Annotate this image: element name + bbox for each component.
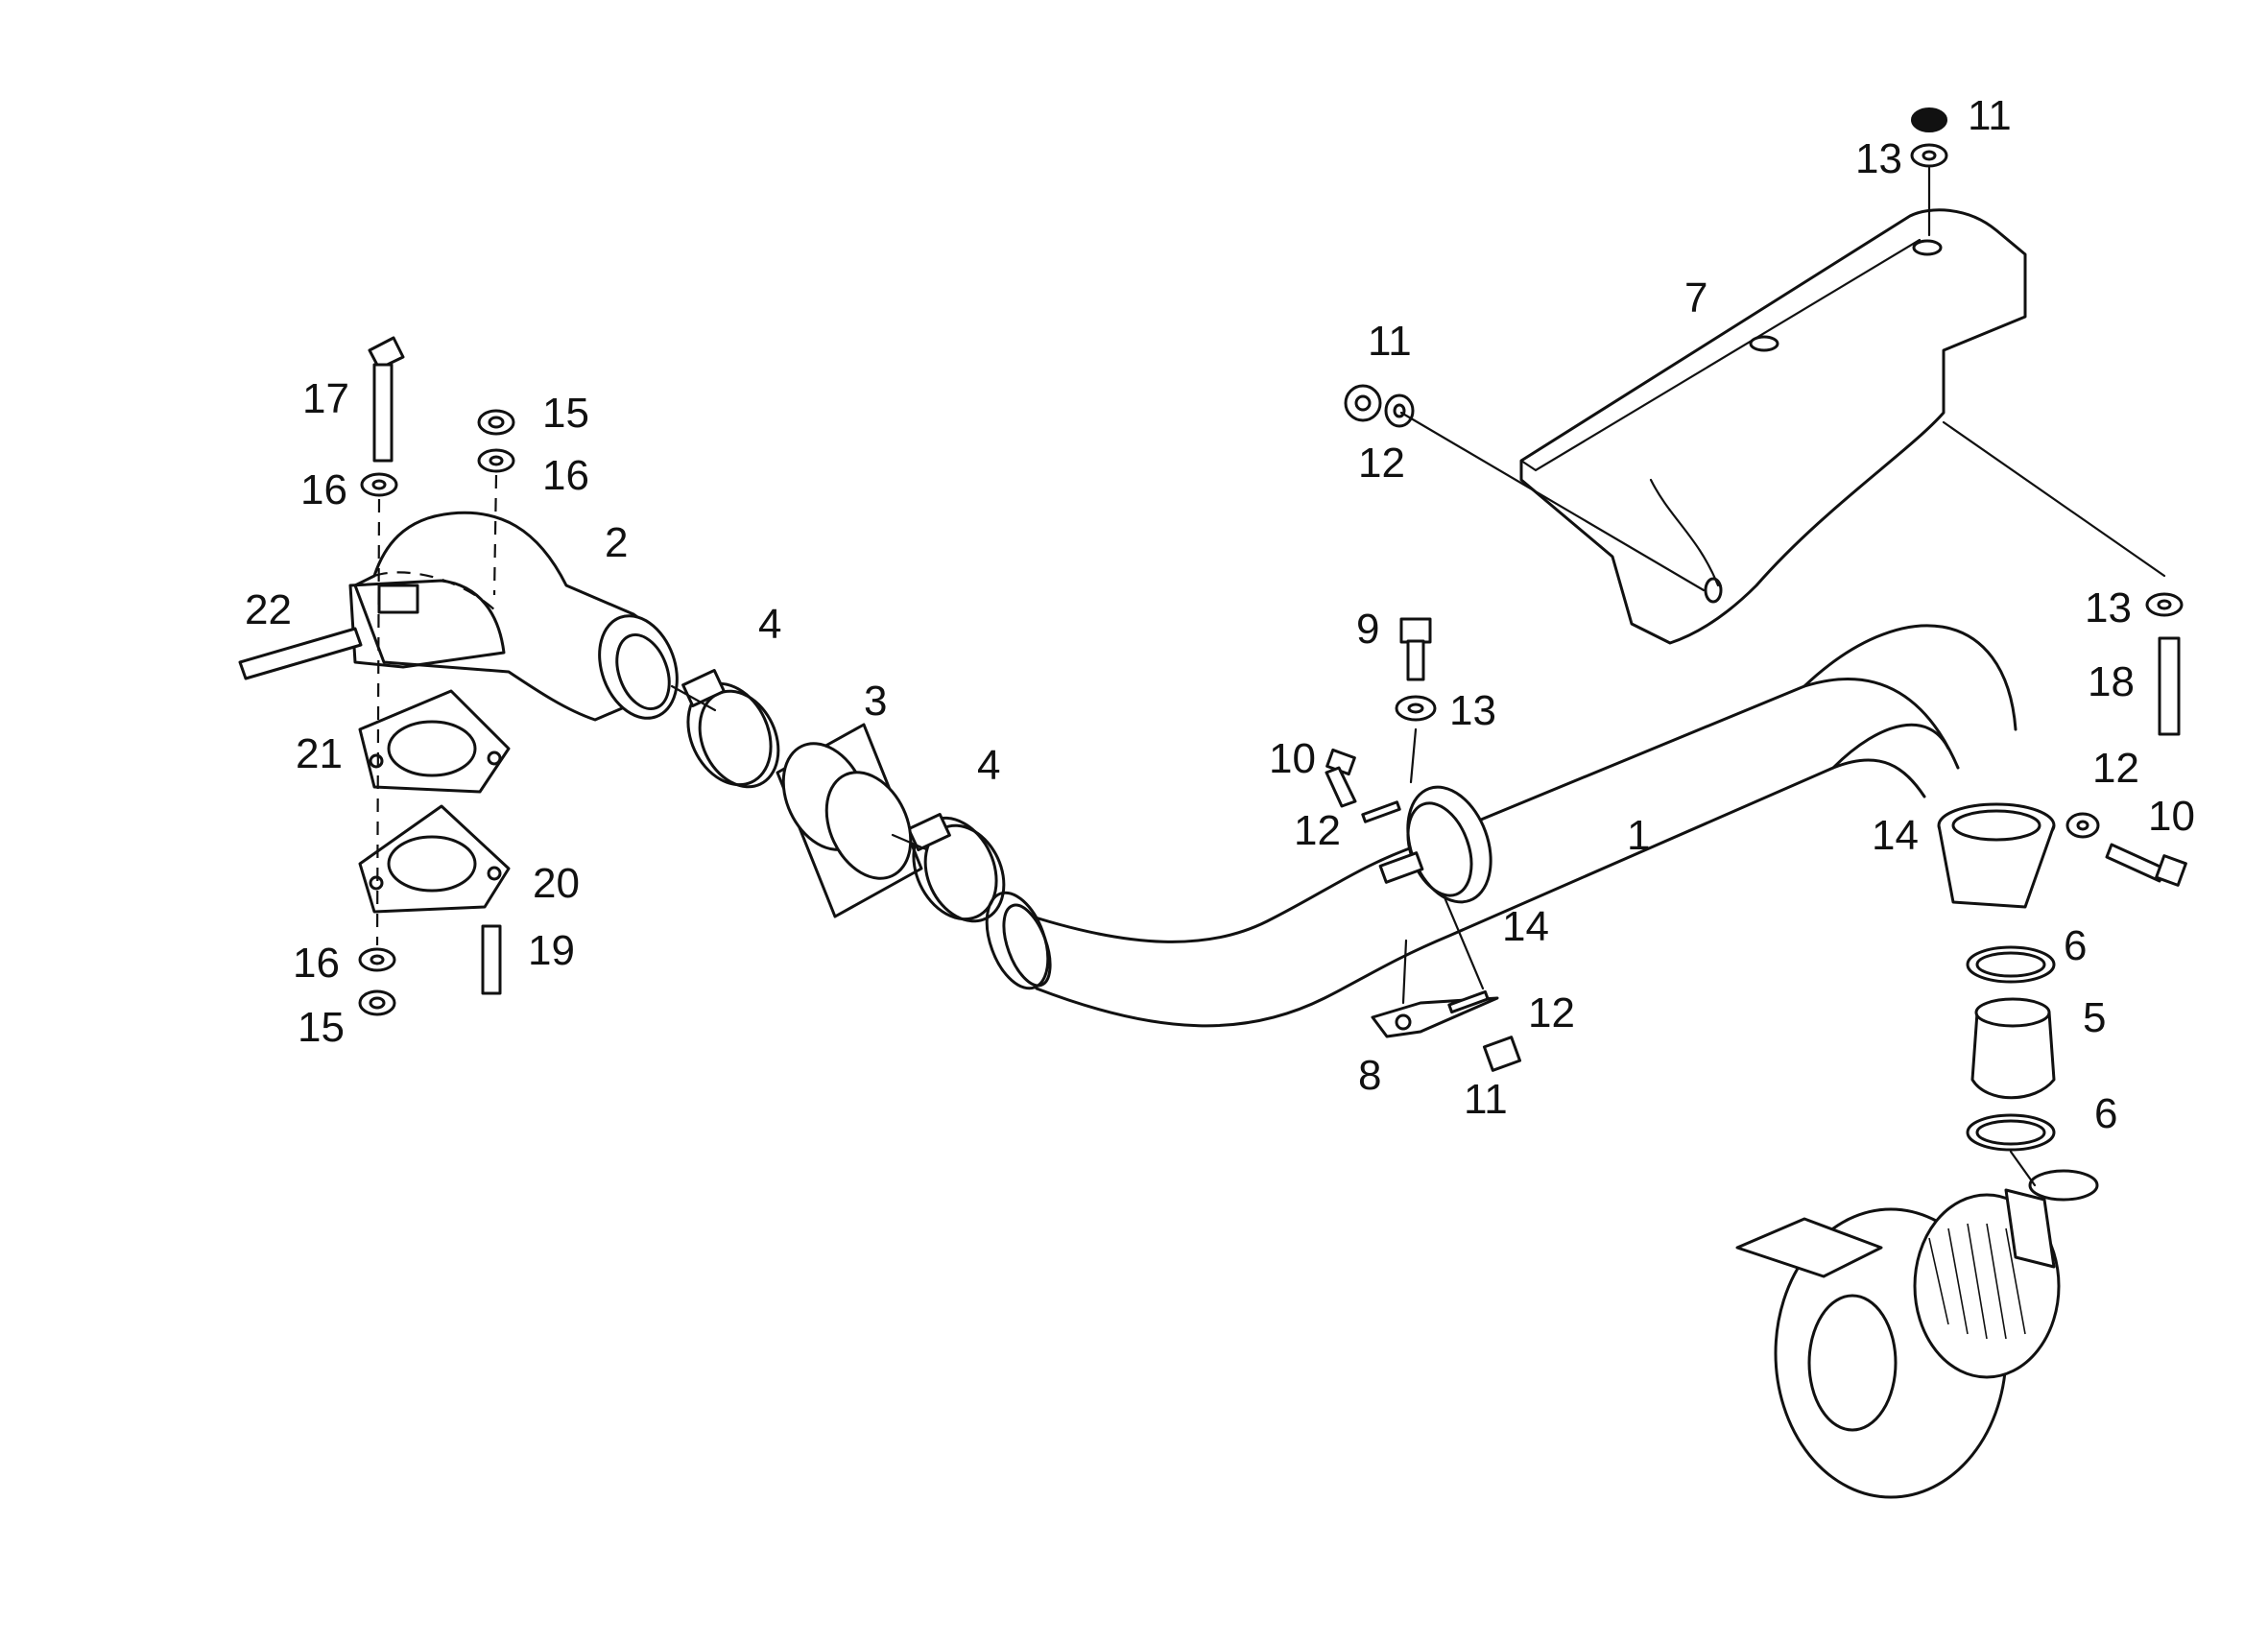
callout-15: 15: [542, 390, 589, 437]
callout-20: 20: [533, 860, 580, 907]
bolt-10-left: [1325, 748, 1357, 808]
leader-lines: [375, 166, 2166, 1187]
pipe-clamp-right: [1937, 802, 2056, 909]
bolt-10-right: [2105, 843, 2187, 887]
callout-21: 21: [296, 730, 343, 777]
callout-16: 16: [300, 466, 347, 513]
heat-shield: [1519, 208, 2027, 645]
washer-12-left: [1384, 393, 1415, 428]
callout-4: 4: [977, 742, 1000, 789]
callout-11: 11: [1968, 92, 2012, 139]
bolt-9: [1399, 617, 1432, 681]
washer-12-right: [2065, 812, 2100, 839]
callout-11: 11: [1464, 1076, 1508, 1123]
washer-16-left: [360, 472, 398, 497]
callout-19: 19: [528, 927, 575, 974]
callout-13: 13: [1855, 135, 1902, 182]
callout-4: 4: [758, 601, 781, 648]
stud-22: [238, 627, 363, 680]
washer-16-top: [477, 448, 515, 473]
gasket-21: [358, 689, 511, 794]
callout-22: 22: [245, 586, 292, 633]
turbocharger: [1735, 1169, 2099, 1499]
callout-5: 5: [2083, 994, 2106, 1041]
callout-8: 8: [1358, 1052, 1381, 1099]
washer-13-top: [1910, 143, 1948, 168]
callout-16: 16: [542, 452, 589, 499]
callout-14: 14: [1502, 903, 1549, 950]
bolt-17: [368, 336, 405, 463]
callout-12: 12: [1528, 989, 1575, 1036]
callout-16: 16: [293, 940, 340, 987]
washer-13-mid: [1395, 695, 1437, 722]
callout-13: 13: [2085, 584, 2132, 631]
callout-labels: 1 2 3 4 4 5 6 6 7 8 9 10 10 11 11 11 12 …: [245, 92, 2195, 1137]
gasket-20: [358, 804, 511, 914]
washer-13-right: [2145, 592, 2184, 617]
callout-13: 13: [1449, 687, 1496, 734]
pipe-clamp-mid: [1378, 785, 1492, 904]
nut-15-bottom: [358, 989, 396, 1016]
callout-18: 18: [2088, 658, 2135, 705]
callout-6: 6: [2094, 1090, 2117, 1137]
callout-12: 12: [1358, 440, 1405, 487]
callout-12: 12: [2092, 745, 2139, 792]
washer-16-bottom: [358, 947, 396, 972]
seal-ring-upper: [1966, 945, 2056, 984]
nut-11-left: [1344, 384, 1382, 422]
seal-ring-lower: [1966, 1113, 2056, 1152]
pipe-sleeve: [776, 723, 923, 918]
callout-10: 10: [2148, 793, 2195, 840]
hose-clamp-2: [907, 813, 1006, 923]
stud-19: [481, 924, 502, 995]
callout-14: 14: [1872, 812, 1919, 859]
exhaust-elbow: [348, 511, 679, 722]
callout-2: 2: [605, 519, 628, 566]
washer-12-bottom: [1447, 989, 1490, 1014]
exhaust-pipe: [985, 624, 2017, 1028]
callout-11: 11: [1368, 318, 1412, 365]
pipe-connector: [1970, 997, 2056, 1100]
washer-12-mid: [1361, 800, 1401, 823]
callout-7: 7: [1684, 274, 1707, 322]
nut-11-bottom: [1482, 1036, 1522, 1072]
callout-17: 17: [302, 375, 349, 422]
callout-1: 1: [1627, 812, 1650, 859]
callout-3: 3: [864, 678, 887, 725]
callout-15: 15: [298, 1004, 345, 1051]
nut-11-top: [1911, 107, 1947, 132]
callout-10: 10: [1269, 735, 1316, 782]
stud-18: [2158, 636, 2181, 736]
callout-9: 9: [1356, 606, 1379, 653]
callout-6: 6: [2064, 922, 2087, 969]
callout-12: 12: [1294, 807, 1341, 854]
hose-clamp-1: [681, 669, 780, 789]
nut-15-top: [477, 409, 515, 436]
